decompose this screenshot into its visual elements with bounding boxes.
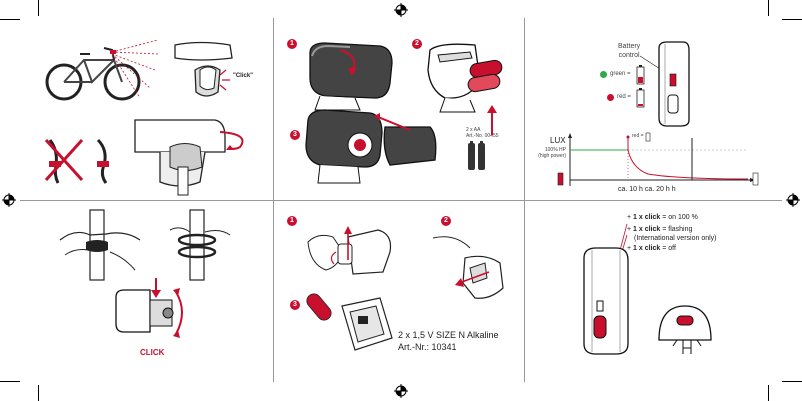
registration-mark-top — [394, 3, 408, 17]
lamp-back-view — [658, 41, 690, 127]
lamp-open-step1 — [309, 42, 393, 111]
click-label: CLICK — [140, 348, 165, 357]
hp-label: 100% HP (high power) — [536, 147, 566, 159]
lamp-battery-insert-step2 — [427, 43, 503, 113]
green-label: green = — [610, 71, 631, 77]
step-badge-2: 2 — [441, 216, 451, 226]
mount-clip-illustration — [174, 41, 233, 97]
red-small-label: red = — [632, 133, 644, 139]
lux-axis-label: LUX — [550, 136, 566, 145]
step-badge-2: 2 — [412, 39, 422, 49]
mode-on-text: = on 100 % — [660, 214, 698, 221]
step-number: 3 — [293, 301, 297, 308]
hp-line2: (high power) — [538, 153, 566, 159]
correct-mount-illustration — [96, 138, 109, 184]
red-status-dot — [607, 94, 614, 101]
step-badge-1: 1 — [287, 39, 297, 49]
step-number: 2 — [415, 40, 419, 47]
green-status-dot — [600, 71, 607, 78]
mode-flash-line: + 1 x click = flashing — [627, 226, 692, 233]
mode-off-text: = off — [660, 245, 676, 252]
remote-open-step2 — [432, 236, 504, 299]
strap-mount-illustration — [59, 209, 141, 281]
step-badge-3: 3 — [290, 130, 300, 140]
aa-battery-label: 2 x AA Art.-No. 00455 — [466, 127, 499, 139]
mode-off-line: + 1 x click = off — [627, 245, 676, 252]
mode-on-click: 1 x click — [633, 214, 661, 221]
click-label: "Click" — [233, 73, 254, 79]
step-badge-3: 3 — [290, 300, 300, 310]
mode-off-click: 1 x click — [633, 245, 661, 252]
step-number: 1 — [290, 217, 294, 224]
mode-flash-click: 1 x click — [633, 226, 661, 233]
battery-control-line1: Battery — [618, 43, 641, 50]
step-number: 2 — [444, 217, 448, 224]
insert-arrow-icon — [487, 105, 497, 135]
green-battery-icon — [636, 65, 645, 85]
step-number: 3 — [293, 131, 297, 138]
battery-spec-text: 2 x 1,5 V SIZE N Alkaline — [398, 330, 499, 340]
fold-line-h — [20, 200, 782, 201]
remote-button-view — [658, 305, 712, 354]
lamp-close-step3 — [305, 109, 437, 184]
handlebar-mount-illustration — [134, 119, 244, 196]
battery-control-label: Battery control — [618, 42, 640, 60]
mode-on-prefix: + — [627, 214, 634, 221]
lamp-click-mount — [115, 288, 183, 338]
red-label: red = — [617, 94, 631, 100]
step-badge-1: 1 — [287, 216, 297, 226]
light-beam-lines — [111, 39, 159, 99]
mode-flash-note: (International version only) — [634, 235, 717, 242]
registration-mark-left — [2, 193, 16, 207]
remote-open-step1 — [307, 226, 392, 275]
strap-tightened-illustration — [169, 209, 231, 281]
chart-battery-empty-icon — [752, 172, 759, 186]
registration-mark-bottom — [394, 384, 408, 398]
lux-chart — [568, 132, 756, 186]
hp-line1: 100% HP — [544, 147, 566, 153]
decay-curve — [627, 136, 749, 180]
red-battery-icon — [636, 88, 645, 108]
chart-battery-full-icon — [557, 172, 564, 186]
article-number-text: Art.-Nr.: 10341 — [398, 342, 457, 352]
battery-control-line2: control — [618, 52, 640, 59]
remote-battery-insert-step3 — [306, 293, 393, 351]
aa-article: Art.-No. 00455 — [466, 133, 499, 139]
step-number: 1 — [290, 40, 294, 47]
lamp-side-button-view — [583, 247, 629, 355]
wrong-mount-illustration — [44, 138, 84, 184]
mode-flash-text: = flashing — [660, 226, 693, 233]
mode-on-line: + 1 x click = on 100 % — [627, 214, 698, 221]
aa-batteries-icon — [468, 141, 485, 170]
mode-off-prefix: + — [627, 245, 634, 252]
push-arrow-icon — [151, 278, 161, 298]
time-axis-label: ca. 10 h ca. 20 h h — [618, 186, 676, 193]
registration-mark-right — [786, 193, 800, 207]
mode-flash-prefix: + — [627, 226, 634, 233]
aa-count: 2 x AA — [466, 127, 481, 133]
